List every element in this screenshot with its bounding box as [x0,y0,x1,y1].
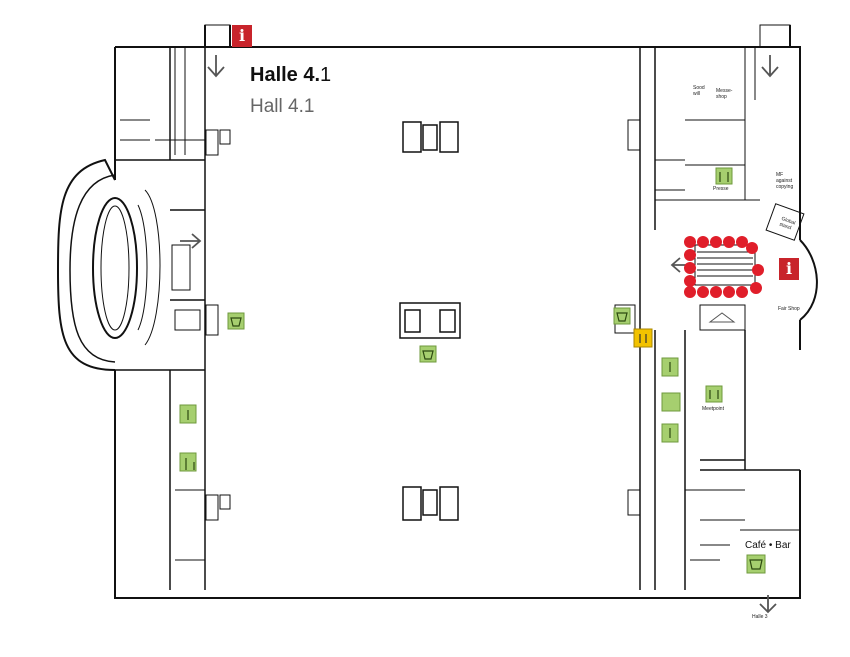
restaurant-icon [705,385,723,403]
label-cafe-bar: Café • Bar [745,540,791,551]
escalator-icon [694,244,756,286]
cloakroom-icon [708,312,736,323]
stairs-left-mid [174,304,219,336]
stairs-left-bottom [205,494,231,521]
escalator-marker [684,236,764,298]
label-sood: Sood will [693,85,705,97]
wheelchair-icon [661,392,681,412]
cafe-icon [613,307,631,325]
label-halle-exit: Halle 3 [752,614,768,620]
stairs-left-top [205,129,231,156]
label-meetpoint: Meetpoint [702,406,724,412]
label-mf-copying: MF against copying [776,172,794,190]
info-icon[interactable]: i [779,258,799,280]
toilet-icon [179,452,197,472]
arrow-icon [180,55,779,614]
ramp-outline [56,158,116,371]
center-core-bottom [402,486,459,521]
center-core-top [402,121,459,153]
info-desk-icon [633,328,653,348]
label-presse: Presse [713,186,729,192]
hall-subtitle: Hall 4.1 [250,96,315,117]
label-messe-shop: Messe- shop [716,88,733,100]
cafe-icon [227,312,245,330]
info-icon[interactable]: i [232,25,252,47]
facility-icons [179,167,766,574]
cafe-icon [419,345,437,363]
hall-title: Halle 4.1 [250,64,332,86]
label-fair-shop: Fair Shop [778,306,800,312]
cafe-icon [746,554,766,574]
center-core-mid [399,302,461,339]
restaurant-icon [715,167,733,185]
